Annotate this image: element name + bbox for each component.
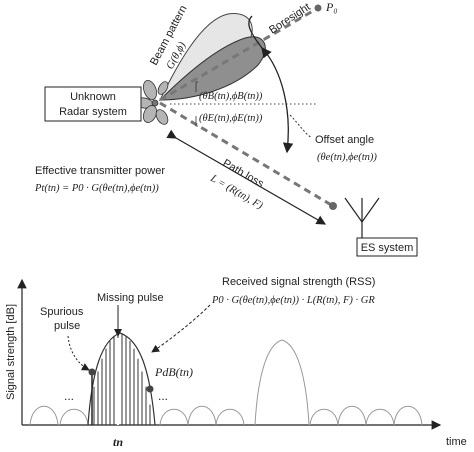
side-pulse-arc xyxy=(393,405,423,426)
angle-e-bracket xyxy=(195,116,198,127)
spurious-label-line1: Spurious xyxy=(40,306,84,318)
side-pulse-arc xyxy=(59,408,89,426)
pdb-label: PdB(tn) xyxy=(154,365,193,379)
side-pulse-arc xyxy=(337,405,367,426)
target-point xyxy=(329,202,337,210)
p0-point xyxy=(314,4,322,12)
offset-angle-arc xyxy=(261,47,294,154)
rss-arrow xyxy=(151,304,211,353)
rss-formula: P0 · G(θe(tn),ϕe(tn)) · L(R(tn), F) · GR xyxy=(211,295,375,306)
radar-box-line1: Unknown xyxy=(70,91,116,103)
p0-label: P₀ xyxy=(325,0,338,14)
side-pulse-arc xyxy=(309,408,339,426)
tn-label: tn xyxy=(113,435,123,449)
offset-angle-label: Offset angle xyxy=(315,134,374,146)
pulse-train xyxy=(29,405,423,426)
x-axis-label: time xyxy=(446,436,467,448)
secondary-lobe xyxy=(254,339,310,426)
side-pulse-arc xyxy=(365,408,395,426)
side-pulse-arc xyxy=(215,408,245,426)
path-loss-arrow xyxy=(166,129,327,225)
spurious-arrow xyxy=(67,335,90,371)
dots-left: ... xyxy=(64,389,74,403)
angle-b-label: (θB(tn),ϕB(tn)) xyxy=(199,91,263,102)
radar-box xyxy=(44,86,142,122)
radar-flower xyxy=(134,79,169,125)
boresight-line xyxy=(159,6,319,102)
missing-pulse-label: Missing pulse xyxy=(97,292,164,304)
es-box xyxy=(356,237,418,257)
offset-angle-formula: (θe(tn),ϕe(tn)) xyxy=(317,152,377,163)
etp-formula: Pt(tn) = P0 · G(θe(tn),ϕe(tn)) xyxy=(34,183,159,194)
side-pulse-arc xyxy=(187,405,217,426)
y-axis-label: Signal strength [dB] xyxy=(5,304,17,400)
side-pulse-arc xyxy=(29,405,59,426)
side-pulse-arc xyxy=(159,408,189,426)
radar-box-line2: Radar system xyxy=(59,106,127,118)
angle-e-label: (θE(tn),ϕE(tn)) xyxy=(199,113,263,124)
rss-label: Received signal strength (RSS) xyxy=(222,276,375,288)
spurious-pulse-point xyxy=(88,368,96,376)
angle-b-bracket xyxy=(195,81,198,92)
offset-angle-leader xyxy=(289,114,313,139)
boresight-label: Boresight xyxy=(267,1,313,36)
spurious-label-line2: pulse xyxy=(54,320,80,332)
boresight-arc xyxy=(248,15,272,59)
dots-right: ... xyxy=(158,389,168,403)
es-box-label: ES system xyxy=(361,242,414,254)
etp-label: Effective transmitter power xyxy=(35,165,165,177)
main-lobe-pulses xyxy=(93,333,151,425)
pdb-point xyxy=(146,385,154,393)
